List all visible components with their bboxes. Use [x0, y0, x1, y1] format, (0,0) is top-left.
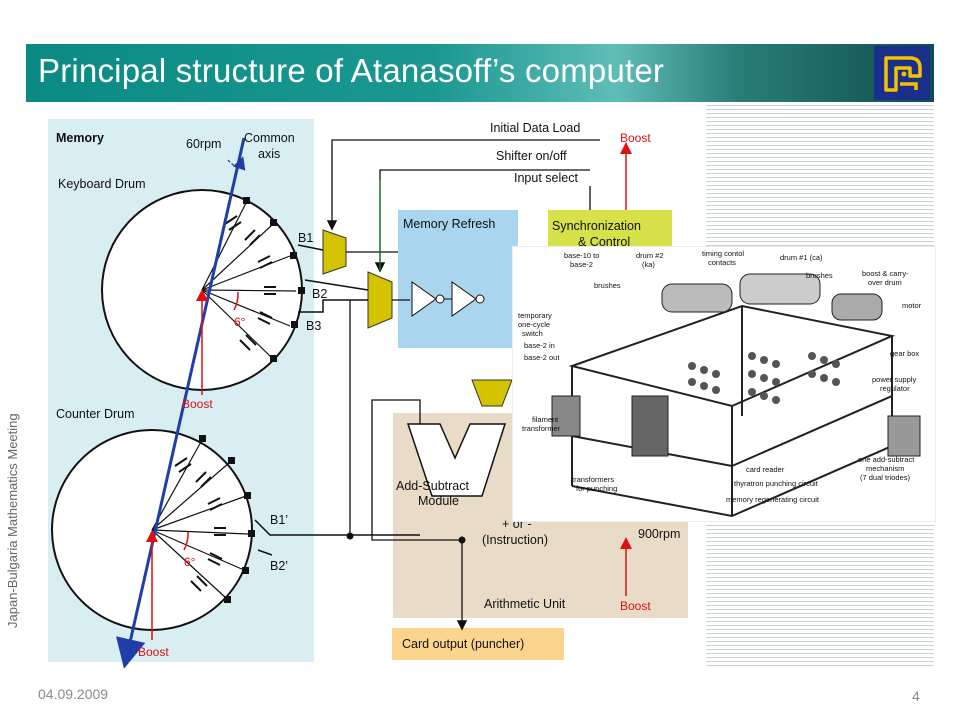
card-reader-box — [631, 395, 669, 457]
sync-boost-label: Boost — [620, 131, 651, 145]
common-axis-label-1: Common — [244, 131, 295, 145]
keyboard-angle-label: 6° — [234, 315, 246, 329]
counter-drum-label: Counter Drum — [56, 407, 135, 421]
label-power-1: power supply — [872, 375, 916, 384]
label-card-reader: card reader — [746, 465, 785, 474]
label-temporary-2: one-cycle — [518, 320, 550, 329]
rpm-900-label: 900rpm — [638, 527, 680, 541]
inverter-bubble-1 — [435, 294, 445, 304]
memory-refresh-box — [398, 210, 518, 348]
label-one-add-1: one add-subtract — [858, 455, 915, 464]
label-gear-box: gear box — [890, 349, 919, 358]
b2p-label: B2’ — [270, 559, 288, 573]
label-filament-1: filament — [532, 415, 559, 424]
label-base2: base-2 — [570, 260, 593, 269]
label-drum1: drum #1 (ca) — [780, 253, 823, 262]
card-output-label: Card output (puncher) — [402, 637, 524, 651]
slide-date: 04.09.2009 — [38, 686, 109, 702]
slide-title: Principal structure of Atanasoff’s compu… — [38, 52, 665, 89]
keyboard-boost-label: Boost — [182, 397, 213, 411]
sync-label-1: Synchronization — [552, 219, 641, 233]
atanasoff-machine-drawing: base-10 to base-2 drum #2 (ka) timing co… — [512, 246, 936, 522]
label-drum2b: (ka) — [642, 260, 655, 269]
card-output-box — [392, 628, 564, 660]
brush-lines — [254, 244, 420, 556]
add-subtract-mechanism-box — [887, 415, 921, 457]
page-number: 4 — [912, 688, 920, 704]
counter-boost-label: Boost — [138, 645, 169, 659]
buffer-1 — [411, 281, 437, 317]
inverter-bubble-2 — [475, 294, 485, 304]
title-bar — [26, 44, 934, 102]
b3-label: B3 — [306, 319, 321, 333]
label-contacts: contacts — [708, 258, 736, 267]
label-one-add-2: mechanism — [866, 464, 904, 473]
mux-2 — [367, 271, 393, 329]
label-one-add-3: (7 dual triodes) — [860, 473, 911, 482]
label-base2in: base-2 in — [524, 341, 555, 350]
arith-boost-label: Boost — [620, 599, 651, 613]
label-power-2: regulator — [880, 384, 910, 393]
keyboard-drum-spokes — [201, 202, 297, 357]
instruction-label: (Instruction) — [482, 533, 548, 547]
shifter-label: Shifter on/off — [496, 149, 567, 163]
machine-drums — [661, 273, 883, 321]
junction-2 — [458, 536, 466, 544]
mux-3 — [471, 379, 513, 407]
label-thyratron: thyratron punching circuit — [734, 479, 819, 488]
label-memory-regen: memory regenerating circuit — [726, 495, 820, 504]
counter-angle-label: 6° — [184, 555, 196, 569]
mux-1 — [322, 229, 347, 275]
arithmetic-unit-label: Arithmetic Unit — [484, 597, 566, 611]
memory-label: Memory — [56, 131, 104, 145]
label-brushes-top: brushes — [806, 271, 833, 280]
keyboard-drum-label: Keyboard Drum — [58, 177, 146, 191]
rpm-60-label: 60rpm — [186, 137, 221, 151]
initial-data-load-label: Initial Data Load — [490, 121, 580, 135]
counter-drum-spokes — [151, 439, 249, 599]
label-transformers-2: for punching — [576, 484, 617, 493]
add-subtract-label-2: Module — [418, 494, 459, 508]
vacuum-tubes — [688, 352, 840, 404]
keyboard-angle-arc — [233, 291, 239, 311]
label-boost-carry-2: over drum — [868, 278, 902, 287]
rotation-arrow — [227, 156, 246, 171]
label-filament-2: transformer — [522, 424, 561, 433]
junction-1 — [346, 532, 354, 540]
b2-label: B2 — [312, 287, 327, 301]
sync-control-box — [548, 210, 672, 252]
label-transformers-1: transformers — [572, 475, 614, 484]
keyboard-capacitors — [224, 215, 276, 351]
transformer-box — [551, 395, 581, 437]
label-motor: motor — [902, 301, 922, 310]
control-lines — [326, 139, 600, 631]
add-subtract-label-1: Add-Subtract — [396, 479, 469, 493]
label-timing: timing contol — [702, 249, 744, 258]
add-subtract-module — [406, 423, 507, 497]
university-logo — [874, 46, 930, 100]
common-axis-line — [115, 137, 246, 669]
keyboard-drum-contacts — [243, 197, 305, 362]
b1-label: B1 — [298, 231, 313, 245]
label-base2out: base-2 out — [524, 353, 560, 362]
label-temporary-3: switch — [522, 329, 543, 338]
common-axis-label-2: axis — [258, 147, 280, 161]
counter-drum-contacts — [199, 435, 255, 603]
label-brushes: brushes — [594, 281, 621, 290]
label-drum2: drum #2 — [636, 251, 664, 260]
memory-refresh-label: Memory Refresh — [403, 217, 495, 231]
label-base10: base-10 to — [564, 251, 599, 260]
counter-capacitors — [174, 457, 226, 592]
label-boost-carry-1: boost & carry- — [862, 269, 909, 278]
b1p-label: B1’ — [270, 513, 288, 527]
counter-angle-arc — [183, 531, 189, 551]
input-select-label: Input select — [514, 171, 578, 185]
label-temporary-1: temporary — [518, 311, 552, 320]
logo-icon — [877, 49, 927, 97]
